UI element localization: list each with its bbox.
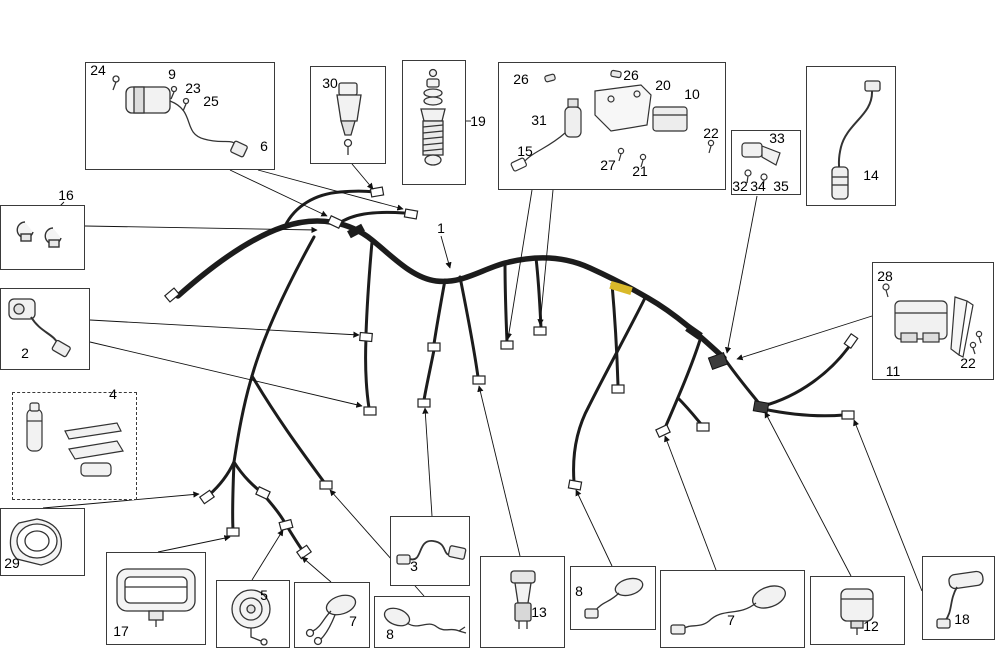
callout-box-sensor-33: [731, 130, 801, 195]
harness-trunk: [175, 218, 727, 361]
callout-box-switch-2: [0, 288, 90, 370]
part-label-12: 12: [863, 618, 879, 634]
leader-lines: [42, 163, 923, 597]
clamps-16-illustration: [16, 221, 62, 248]
turn-signal-8-rear-illustration: [584, 577, 644, 619]
part-label-20: 20: [655, 77, 671, 93]
cable-sensor-14-illustration: [831, 80, 881, 200]
horn-5-illustration: [231, 589, 271, 646]
instrument-cluster-17-illustration: [116, 568, 196, 627]
harness-branches: [207, 189, 850, 553]
plate-light-18-illustration: [936, 570, 984, 629]
sensor-30-illustration: [336, 82, 362, 155]
part-label-16: 16: [58, 187, 74, 203]
callout-box-valve-19: [402, 60, 466, 185]
part-label-28: 28: [877, 268, 893, 284]
part-label-9: 9: [168, 66, 176, 82]
part-label-2: 2: [21, 345, 29, 361]
part-label-8-front: 8: [386, 626, 394, 642]
part-label-23: 23: [185, 80, 201, 96]
part-label-7-front: 7: [349, 613, 357, 629]
relay-bracket-illustration: [510, 69, 715, 172]
callout-box-clamps-16: [0, 205, 85, 270]
harness-tape-markers: [347, 223, 703, 340]
harness-connectors: [163, 186, 859, 560]
callout-box-turn-signal-8-front: [374, 596, 470, 648]
part-label-31: 31: [531, 112, 547, 128]
flasher-relay-12-illustration: [840, 588, 874, 635]
part-label-11: 11: [885, 363, 901, 379]
part-label-1: 1: [437, 220, 445, 236]
part-label-26-left: 26: [513, 71, 529, 87]
callout-box-sensor-13: [480, 556, 565, 648]
part-label-30: 30: [322, 75, 338, 91]
part-label-19: 19: [470, 113, 486, 129]
part-label-17: 17: [113, 623, 129, 639]
ecu-28-illustration: [882, 283, 983, 358]
callout-box-ignition-coil: [85, 62, 275, 170]
callout-box-instrument-cluster-17: [106, 552, 206, 645]
part-label-10: 10: [684, 86, 700, 102]
part-label-33: 33: [769, 130, 785, 146]
headlight-29-illustration: [9, 518, 63, 566]
turn-signal-7-rear-illustration: [670, 585, 786, 635]
callout-box-headlight-29: [0, 508, 85, 576]
part-label-18: 18: [954, 611, 970, 627]
callout-box-turn-signal-7-rear: [660, 570, 805, 648]
part-label-8-rear: 8: [575, 583, 583, 599]
sensor-33-illustration: [741, 142, 781, 188]
part-label-21: 21: [632, 163, 648, 179]
callout-box-bracket-kit-4: [12, 392, 137, 500]
part-label-5: 5: [260, 587, 268, 603]
part-label-22-ecu: 22: [960, 355, 976, 371]
turn-signal-7-front-illustration: [305, 594, 357, 646]
harness-main-connectors: [707, 351, 770, 414]
part-label-34: 34: [750, 178, 766, 194]
callout-box-sensor-30: [310, 66, 386, 164]
ignition-coil-illustration: [112, 75, 248, 158]
part-label-27: 27: [600, 157, 616, 173]
part-label-22-bracket: 22: [703, 125, 719, 141]
part-label-35: 35: [773, 178, 789, 194]
callout-box-horn-5: [216, 580, 290, 648]
callout-box-flasher-relay-12: [810, 576, 905, 645]
part-label-14: 14: [863, 167, 879, 183]
part-label-25: 25: [203, 93, 219, 109]
part-label-26-right: 26: [623, 67, 639, 83]
part-label-3: 3: [410, 558, 418, 574]
callout-box-speed-sensor-3: [390, 516, 470, 586]
callout-box-turn-signal-7-front: [294, 582, 370, 648]
part-label-7-rear: 7: [727, 612, 735, 628]
part-label-15: 15: [517, 143, 533, 159]
valve-19-illustration: [420, 68, 446, 166]
callout-box-relay-bracket: [498, 62, 726, 190]
part-label-6: 6: [260, 138, 268, 154]
speed-sensor-3-illustration: [396, 540, 467, 565]
part-label-32: 32: [732, 178, 748, 194]
turn-signal-8-front-illustration: [383, 607, 467, 634]
sensor-13-illustration: [510, 570, 536, 629]
switch-2-illustration: [8, 298, 71, 358]
callout-box-plate-light-18: [922, 556, 995, 640]
callout-box-cable-sensor-14: [806, 66, 896, 206]
callout-box-turn-signal-8-rear: [570, 566, 656, 630]
bracket-kit-4-illustration: [26, 402, 124, 477]
part-label-4: 4: [109, 386, 117, 402]
callout-box-ecu-28: [872, 262, 994, 380]
part-label-24: 24: [90, 62, 106, 78]
part-label-13: 13: [531, 604, 547, 620]
part-label-29: 29: [4, 555, 20, 571]
